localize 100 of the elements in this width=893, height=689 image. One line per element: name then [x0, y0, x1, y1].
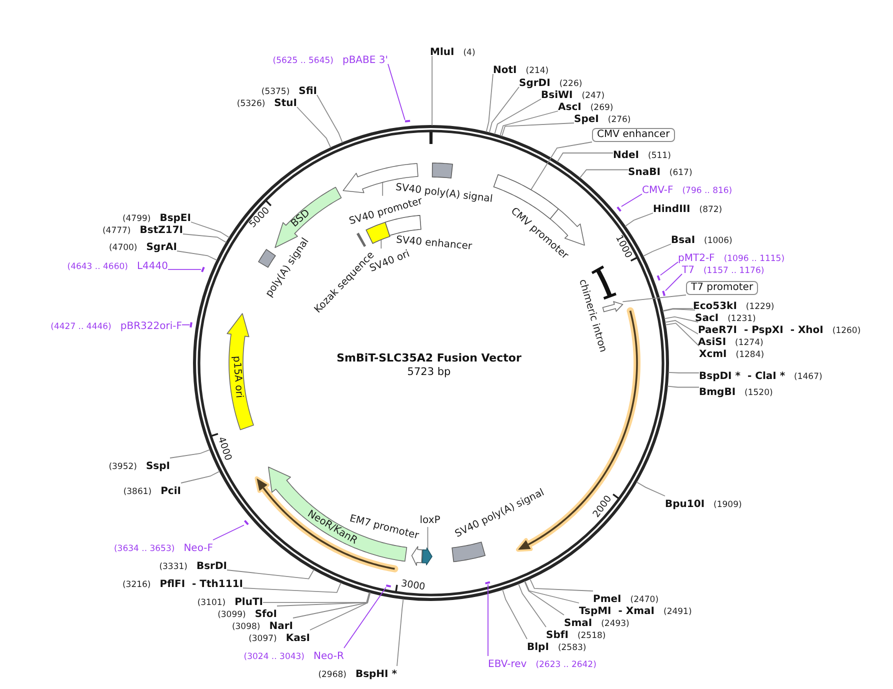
enzyme-name: BspEI [160, 213, 191, 224]
primer-site-mark [404, 120, 410, 122]
leader-line [170, 449, 210, 458]
leader-line [292, 592, 370, 618]
leader-line [182, 234, 227, 243]
enzyme-name: SnaBI [628, 167, 660, 178]
enzyme-name: BstZ17I [140, 225, 183, 236]
leader-line [530, 578, 594, 592]
site-position: (1274) [735, 338, 764, 348]
enzyme-name: BspHI * [355, 669, 397, 680]
leader-line [664, 322, 700, 346]
site-position: (1909) [714, 500, 742, 510]
site-position: (247) [582, 91, 605, 101]
enzyme-name: SfoI [254, 609, 277, 620]
site-position: (1260) [832, 326, 861, 336]
enzyme-name: - XmaI [618, 606, 655, 617]
primer-position: (796 .. 816) [682, 186, 732, 196]
enzyme-name: BmgBI [699, 387, 736, 398]
leader-line [524, 580, 580, 604]
leader-line [660, 262, 678, 276]
feature-label: chimeric intron [576, 278, 608, 354]
primer-name: pBABE 3' [342, 55, 388, 66]
scale-label: 1000 [612, 233, 634, 260]
enzyme-name: SacI [695, 313, 719, 324]
primer-position: (3634 .. 3653) [114, 544, 175, 554]
feature-callout: T7 promoter [686, 281, 758, 295]
enzyme-name: PaeR7I [698, 325, 737, 336]
enzyme-name: - PspXI [744, 325, 784, 336]
leader-line [664, 316, 698, 322]
site-position: (3101) [197, 598, 226, 608]
enzyme-name: StuI [274, 98, 297, 109]
enzyme-name: NdeI [613, 150, 640, 161]
leader-line [501, 122, 574, 137]
leader-line [168, 269, 202, 270]
enzyme-name: SgrDI [519, 78, 550, 89]
leader-line [530, 142, 592, 190]
leader-line [182, 324, 190, 326]
primer-position: (1157 .. 1176) [703, 266, 764, 276]
primer-position: (4643 .. 4660) [67, 262, 128, 272]
leader-line [668, 372, 700, 374]
primer-name: Neo-R [314, 651, 344, 662]
enzyme-name: SfiI [298, 86, 317, 97]
enzyme-name: HindIII [653, 204, 690, 215]
enzyme-name: SpeI [574, 114, 599, 125]
site-position: (1284) [736, 350, 764, 360]
primer-name: pBR322ori-F [120, 321, 182, 332]
enzyme-name: AscI [558, 102, 582, 113]
feature-label: p15A ori [229, 356, 244, 398]
enzyme-name: SbfI [546, 630, 568, 641]
primer-position: (3024 .. 3043) [244, 652, 304, 662]
enzyme-name: Bpu10I [665, 499, 705, 510]
primer-name: EBV-rev [488, 659, 527, 670]
leader-line [662, 308, 696, 312]
leader-line [624, 212, 654, 227]
leader-line [518, 583, 546, 628]
leader-line [665, 274, 682, 292]
enzyme-name: NotI [493, 65, 517, 76]
site-position: (3098) [232, 622, 260, 632]
enzyme-name: MluI [430, 47, 454, 58]
site-position: (1520) [744, 388, 773, 398]
enzyme-name: NarI [269, 621, 293, 632]
enzyme-name: PmeI [593, 594, 622, 605]
primer-site-mark [201, 266, 205, 272]
leader-line [666, 386, 700, 388]
enzyme-name: - Tth111I [192, 579, 243, 590]
primer-position: (5625 .. 5645) [272, 56, 334, 66]
site-position: (226) [559, 79, 582, 89]
leader-line [488, 86, 520, 134]
leader-line [176, 250, 218, 261]
primer-site-mark [244, 520, 249, 526]
site-position: (4700) [108, 243, 138, 253]
leader-line [620, 194, 642, 207]
leader-line [432, 56, 433, 126]
sequence-length: 5723 bp [407, 366, 451, 378]
site-position: (214) [526, 66, 549, 76]
enzyme-name: SmaI [564, 618, 592, 629]
enzyme-name: SspI [146, 461, 170, 472]
primer-position: (1096 .. 1115) [724, 254, 785, 264]
site-position: (5326) [236, 99, 266, 109]
scale-label: 3000 [400, 578, 426, 594]
leader-line [380, 239, 382, 249]
enzyme-name: Eco53kI [693, 301, 737, 312]
site-position: (276) [608, 115, 631, 125]
leader-line [316, 94, 343, 144]
site-position: (1229) [746, 302, 774, 312]
site-position: (3216) [122, 580, 151, 590]
site-position: (3952) [108, 462, 137, 472]
site-position: (3331) [159, 562, 188, 572]
leader-line [296, 106, 332, 148]
primer-name: L4440 [136, 261, 168, 272]
enzyme-name: XcmI [699, 349, 727, 360]
leader-line [494, 98, 542, 135]
site-position: (3861) [123, 487, 152, 497]
leader-line [502, 589, 528, 640]
site-position: (617) [669, 168, 692, 178]
feature-label: BSD [289, 208, 313, 230]
primer-position: (4427 .. 4446) [50, 322, 112, 332]
enzyme-name: PflFI [160, 579, 186, 590]
leader-line [642, 244, 672, 257]
leader-line [396, 598, 404, 666]
